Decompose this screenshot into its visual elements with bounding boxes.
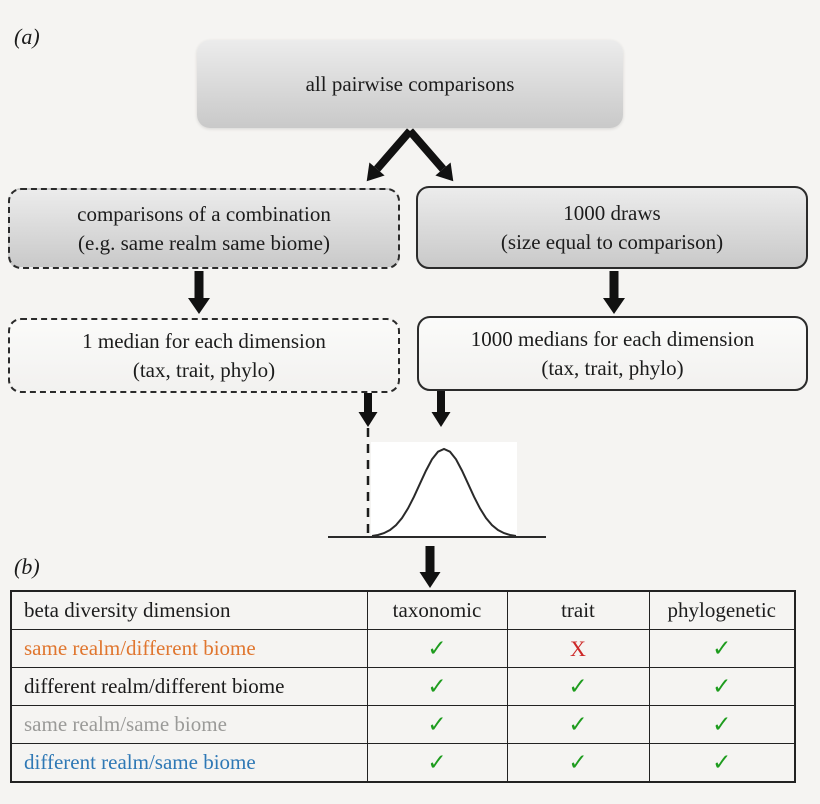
arrow-observed-median	[358, 393, 378, 427]
box-1000-medians: 1000 medians for each dimension (tax, tr…	[417, 316, 808, 391]
check-mark: ✓	[427, 749, 447, 776]
down-arrow-right	[603, 271, 625, 314]
box-median-line2: (tax, trait, phylo)	[132, 357, 276, 382]
box-all-pairwise-comparisons-text: all pairwise comparisons	[305, 71, 515, 96]
header-beta-diversity-dimension: beta diversity dimension	[10, 590, 368, 630]
header-phylogenetic: phylogenetic	[648, 590, 796, 630]
split-arrow	[366, 128, 454, 182]
check-mark: ✓	[712, 749, 732, 776]
check-mark: ✓	[427, 673, 447, 700]
check-mark: ✓	[712, 673, 732, 700]
table-row: different realm/different biome ✓ ✓ ✓	[10, 667, 796, 706]
check-mark: ✓	[427, 635, 447, 662]
row-label-different-realm-different-biome: different realm/different biome	[10, 667, 368, 706]
table-row: different realm/same biome ✓ ✓ ✓	[10, 743, 796, 783]
check-mark: ✓	[568, 749, 588, 776]
box-comparisons-line2: (e.g. same realm same biome)	[78, 230, 330, 255]
box-1000-draws: 1000 draws (size equal to comparison)	[416, 186, 808, 269]
distribution-plot-background	[371, 442, 517, 537]
check-mark: ✓	[712, 711, 732, 738]
check-mark: ✓	[568, 673, 588, 700]
box-1-median: 1 median for each dimension (tax, trait,…	[8, 318, 400, 393]
row-label-same-realm-different-biome: same realm/different biome	[10, 629, 368, 668]
table-row: same realm/different biome ✓ X ✓	[10, 629, 796, 668]
down-arrow-left	[188, 271, 210, 314]
box-median-line1: 1 median for each dimension	[82, 329, 326, 354]
check-mark: ✓	[427, 711, 447, 738]
row-label-same-realm-same-biome: same realm/same biome	[10, 705, 368, 744]
table-row: same realm/same biome ✓ ✓ ✓	[10, 705, 796, 744]
box-comparisons-line1: comparisons of a combination	[77, 202, 331, 227]
box-draws-line2: (size equal to comparison)	[500, 229, 724, 254]
table-header-row: beta diversity dimension taxonomic trait…	[10, 590, 796, 630]
box-all-pairwise-comparisons: all pairwise comparisons	[197, 40, 623, 128]
arrow-null-medians	[431, 391, 451, 427]
box-draws-line1: 1000 draws	[563, 201, 661, 226]
panel-b-label: (b)	[14, 554, 40, 579]
box-comparisons-of-combination: comparisons of a combination (e.g. same …	[8, 188, 400, 269]
beta-diversity-table: beta diversity dimension taxonomic trait…	[10, 590, 796, 783]
cross-mark: X	[570, 635, 586, 661]
check-mark: ✓	[568, 711, 588, 738]
box-medians-line2: (tax, trait, phylo)	[541, 355, 684, 380]
header-trait: trait	[506, 590, 650, 630]
arrow-to-table	[419, 546, 441, 588]
check-mark: ✓	[712, 635, 732, 662]
panel-a-label: (a)	[14, 24, 40, 49]
box-medians-line1: 1000 medians for each dimension	[470, 327, 755, 352]
normal-distribution-curve	[371, 447, 517, 537]
header-taxonomic: taxonomic	[366, 590, 508, 630]
row-label-different-realm-same-biome: different realm/same biome	[10, 743, 368, 783]
